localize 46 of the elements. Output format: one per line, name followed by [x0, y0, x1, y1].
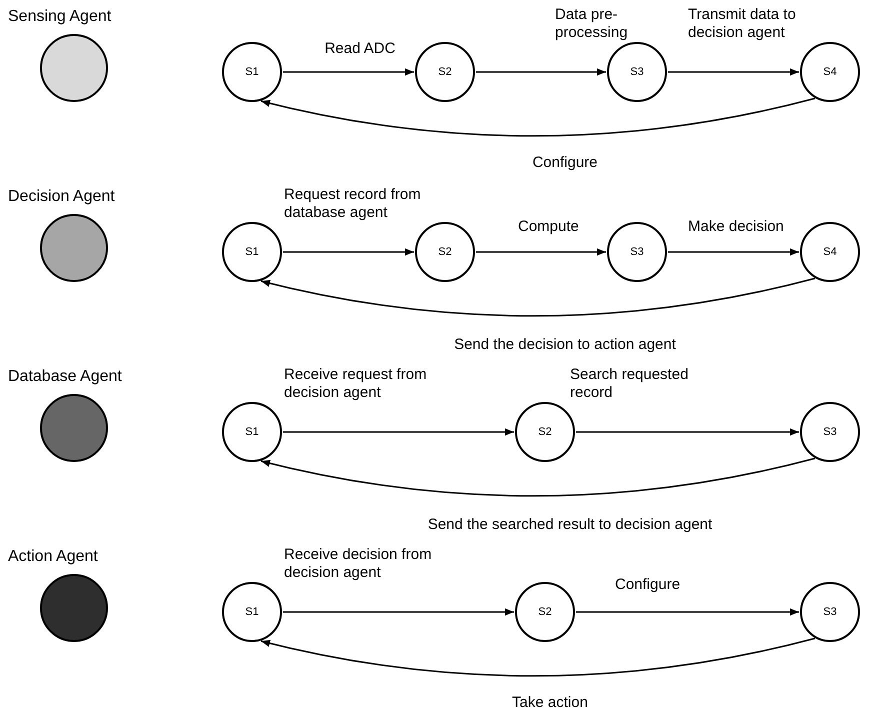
arrow: [576, 608, 799, 616]
state-circle: S3: [800, 402, 860, 462]
edge-label: Configure: [615, 576, 682, 594]
arrow: [283, 68, 414, 76]
edge-label: Request record from database agent: [284, 186, 422, 222]
arrow: [668, 68, 799, 76]
edge-label: Search requested record: [570, 366, 690, 402]
state-circle: S2: [415, 222, 475, 282]
edge-label: Receive request from decision agent: [284, 366, 428, 402]
state-circle: S1: [222, 582, 282, 642]
edge-label: Take action: [511, 694, 589, 712]
arrow: [283, 248, 414, 256]
edge-label: Compute: [518, 218, 580, 236]
edge-label: Transmit data to decision agent: [688, 6, 797, 42]
arrow: [576, 428, 799, 436]
edge-label: Configure: [531, 154, 599, 172]
arrow: [476, 248, 606, 256]
state-circle: S3: [607, 222, 667, 282]
state-circle: S1: [222, 222, 282, 282]
state-circle: S3: [607, 42, 667, 102]
arrow: [260, 638, 816, 677]
state-circle: S2: [515, 582, 575, 642]
state-circle: S2: [415, 42, 475, 102]
arrow: [260, 278, 816, 317]
state-circle: S4: [800, 222, 860, 282]
edge-label: Data pre-processing: [555, 6, 629, 42]
agent-name: Database Agent: [8, 368, 123, 386]
state-circle: S1: [222, 402, 282, 462]
state-circle: S1: [222, 42, 282, 102]
edge-label: Read ADC: [324, 40, 396, 58]
state-circle: S3: [800, 582, 860, 642]
state-circle: S4: [800, 42, 860, 102]
edge-label: Receive decision from decision agent: [284, 546, 433, 582]
edge-label: Send the decision to action agent: [453, 336, 677, 354]
arrow: [283, 428, 514, 436]
arrow: [283, 608, 514, 616]
arrow: [260, 98, 816, 137]
agent-name: Action Agent: [8, 548, 99, 566]
edge-label: Send the searched result to decision agent: [426, 516, 714, 534]
arrow: [668, 248, 799, 256]
arrow: [476, 68, 606, 76]
edge-label: Make decision: [688, 218, 785, 236]
agent-name: Decision Agent: [8, 188, 116, 206]
arrow: [260, 458, 816, 497]
state-circle: S2: [515, 402, 575, 462]
agent-name: Sensing Agent: [8, 8, 112, 26]
